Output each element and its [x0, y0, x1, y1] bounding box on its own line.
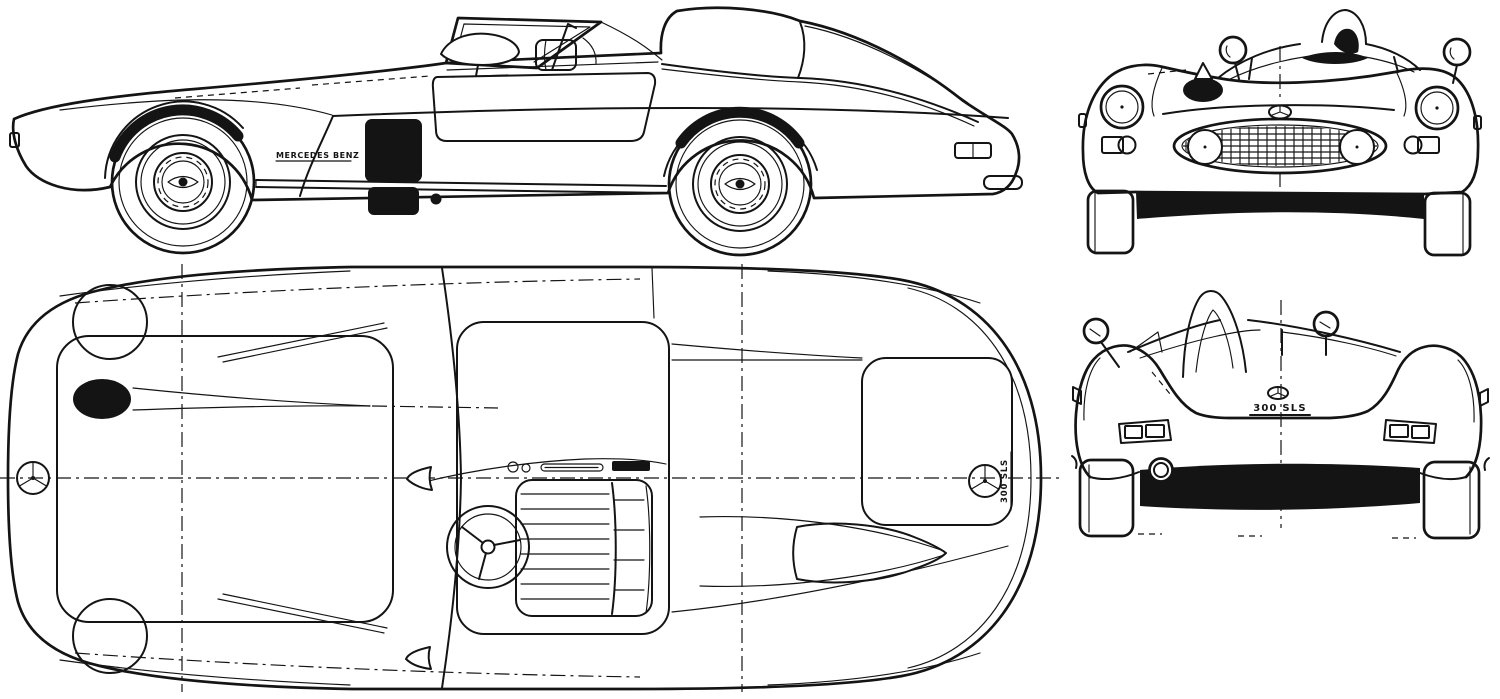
- cockpit-details: [535, 23, 597, 71]
- rear-headrest-fairing: [1182, 290, 1247, 378]
- rear-windscreen: [1127, 319, 1401, 395]
- brand-label-text: MERCEDES BENZ: [276, 151, 359, 160]
- plan-right-headlight-icon: [72, 598, 148, 674]
- rear-exhaust-icon: [1148, 457, 1174, 483]
- rear-right-wheel-icon: [1422, 460, 1481, 540]
- front-body-outline: [1081, 63, 1480, 196]
- front-view: [1078, 9, 1482, 257]
- front-right-wheel-icon: [1423, 191, 1472, 257]
- rear-view: 300 SLS: [1071, 290, 1490, 540]
- plan-left-headlight-icon: [72, 284, 148, 360]
- front-left-mirror-icon: [1218, 35, 1248, 80]
- grille: [1172, 117, 1388, 175]
- right-turn-lamp-icon: [1403, 135, 1440, 155]
- door-panel: [431, 72, 657, 142]
- top-view: 300 SLS: [0, 264, 1062, 692]
- side-taillight-icon: [954, 142, 992, 159]
- rear-body-outline: [1074, 344, 1483, 479]
- front-left-wheel-icon: [1086, 189, 1135, 255]
- rear-model-label-text: 300 SLS: [1253, 403, 1307, 414]
- plan-model-label: 300 SLS: [1000, 451, 1012, 511]
- brand-label: MERCEDES BENZ: [275, 151, 359, 162]
- plan-model-label-text: 300 SLS: [1000, 459, 1010, 503]
- rear-left-taillight-icon: [1118, 419, 1172, 444]
- mercedes-star-icon-tail: [968, 464, 1002, 498]
- cowl-vent-upper: [406, 466, 433, 491]
- front-under-shadow: [1136, 192, 1424, 219]
- front-windscreen: [1217, 9, 1421, 81]
- side-mirror-icon: [440, 32, 520, 78]
- rear-arch-shadow: [675, 106, 805, 149]
- plan-body-outline: [6, 265, 1043, 691]
- exhaust-tip-icon: [983, 175, 1023, 190]
- hood-outline: [56, 335, 394, 623]
- trunk-outline: [861, 357, 1013, 526]
- side-view: MERCEDES BENZ: [9, 6, 1023, 257]
- headrest-fairing-plan: [792, 522, 947, 584]
- mercedes-star-icon: [1268, 104, 1292, 120]
- rear-right-mirror-icon: [1312, 310, 1340, 356]
- cowl-vent-lower: [405, 646, 432, 670]
- dashboard-details: [507, 461, 650, 473]
- steering-wheel-icon: [446, 505, 530, 589]
- nose-intake: [9, 132, 20, 148]
- mercedes-star-icon-rear: [1267, 386, 1289, 400]
- side-vent-upper: [365, 119, 422, 182]
- side-exhaust-pipes: [255, 179, 667, 194]
- rear-model-label: 300 SLS: [1249, 403, 1311, 416]
- right-headlight-icon: [1414, 85, 1460, 131]
- side-vent-lower: [368, 187, 419, 215]
- front-right-mirror-icon: [1442, 37, 1472, 84]
- side-fuel-dot: [430, 193, 442, 205]
- cockpit-frame: [456, 321, 670, 635]
- left-turn-lamp-icon: [1101, 135, 1137, 155]
- rear-right-taillight-icon: [1383, 419, 1437, 444]
- hood-scoop-icon: [1183, 62, 1223, 102]
- mercedes-star-icon-nose: [16, 461, 50, 495]
- seat-plan: [515, 479, 653, 617]
- hood-scoop-plan: [73, 379, 131, 419]
- rear-left-mirror-icon: [1082, 317, 1120, 368]
- left-headlight-icon: [1099, 84, 1145, 130]
- front-arch-shadow: [109, 104, 244, 163]
- rear-left-wheel-icon: [1078, 458, 1135, 538]
- rear-under-shadow: [1140, 463, 1420, 510]
